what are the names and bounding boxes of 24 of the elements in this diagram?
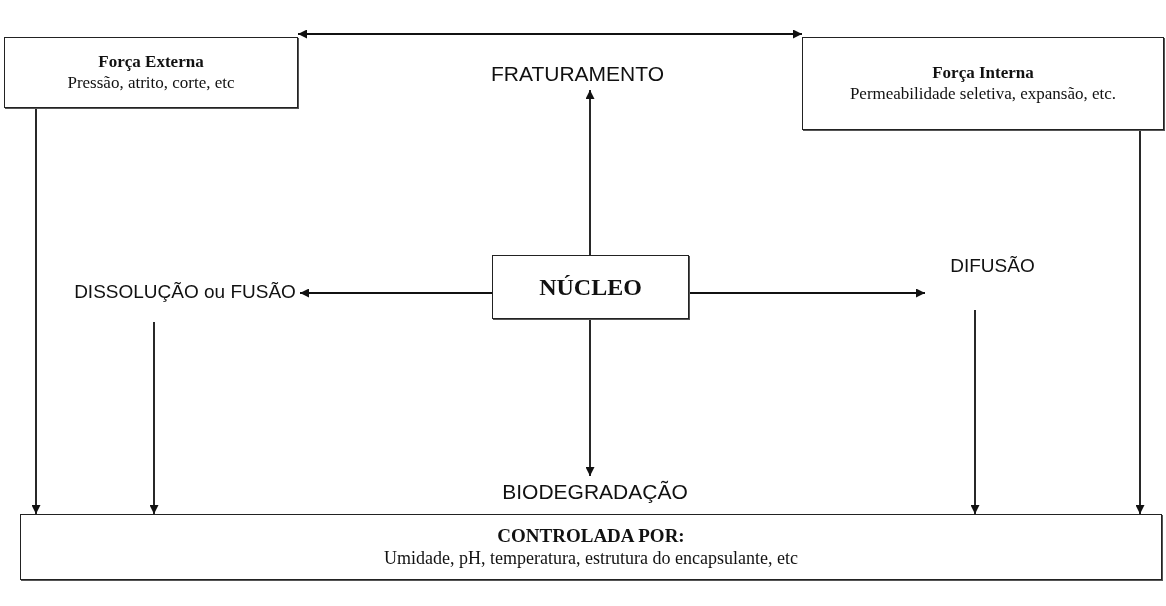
arrow <box>149 321 159 515</box>
box-heading: Força Interna <box>932 63 1034 84</box>
box-heading: CONTROLADA POR: <box>497 524 685 548</box>
arrow <box>31 107 41 515</box>
box-text: NÚCLEO <box>539 272 642 302</box>
box-heading: Força Externa <box>98 52 204 73</box>
box-text: Umidade, pH, temperatura, estrutura do encapsulante, etc <box>384 547 798 570</box>
box-text: DIFUSÃO <box>950 255 1035 278</box>
box-text: BIODEGRADAÇÃO <box>502 479 688 505</box>
process-box <box>4 37 298 108</box>
arrow <box>585 318 595 477</box>
arrow <box>970 309 980 515</box>
box-text: Pressão, atrito, corte, etc <box>67 72 235 93</box>
arrow <box>297 29 803 39</box>
box-text: Permeabilidade seletiva, expansão, etc. <box>849 83 1117 104</box>
process-box <box>802 37 1164 130</box>
box-text: DISSOLUÇÃO ou FUSÃO <box>74 280 296 304</box>
process-box <box>492 255 689 319</box>
arrow <box>1135 129 1145 515</box>
arrow <box>688 288 926 298</box>
arrow <box>299 288 493 298</box>
box-text: FRATURAMENTO <box>490 61 665 87</box>
process-box <box>20 514 1162 580</box>
arrow <box>585 89 595 256</box>
